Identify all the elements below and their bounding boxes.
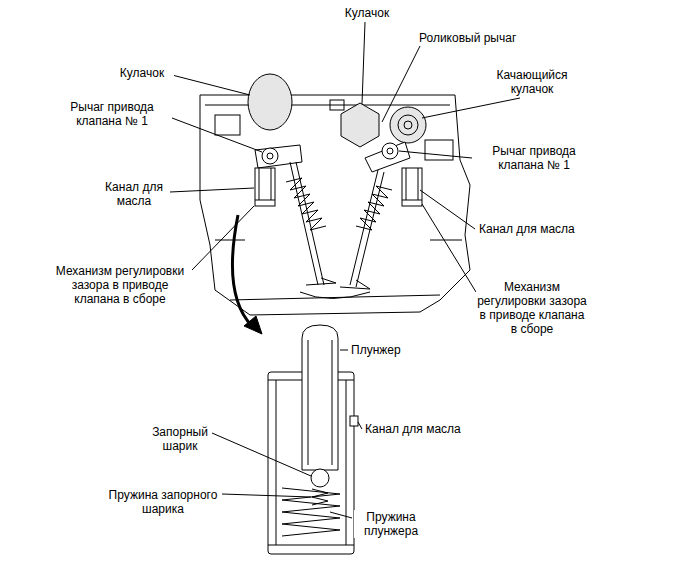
part-label: Канал для масла bbox=[478, 222, 590, 236]
part-label: Канал для масла bbox=[98, 180, 170, 208]
part-label: Запорный шарик bbox=[148, 425, 212, 453]
part-label: Пружина запорного шарика bbox=[104, 488, 222, 516]
part-label: Плунжер bbox=[350, 343, 422, 357]
part-label: Рычаг привода клапана № 1 bbox=[474, 144, 594, 172]
part-label: Пружина плунжера bbox=[354, 510, 428, 538]
part-label: Кулачок bbox=[110, 66, 174, 80]
part-label: Качающийся кулачок bbox=[485, 68, 579, 96]
part-label: Рычаг привода клапана № 1 bbox=[52, 100, 172, 128]
part-label: Роликовый рычаг bbox=[418, 31, 540, 45]
part-label: Механизм регулировки зазора в приводе кл… bbox=[476, 280, 588, 336]
part-label: Кулачок bbox=[335, 6, 399, 20]
part-label: Канал для масла bbox=[364, 422, 476, 436]
part-label: Механизм регулировки зазора в приводе кл… bbox=[48, 264, 192, 306]
